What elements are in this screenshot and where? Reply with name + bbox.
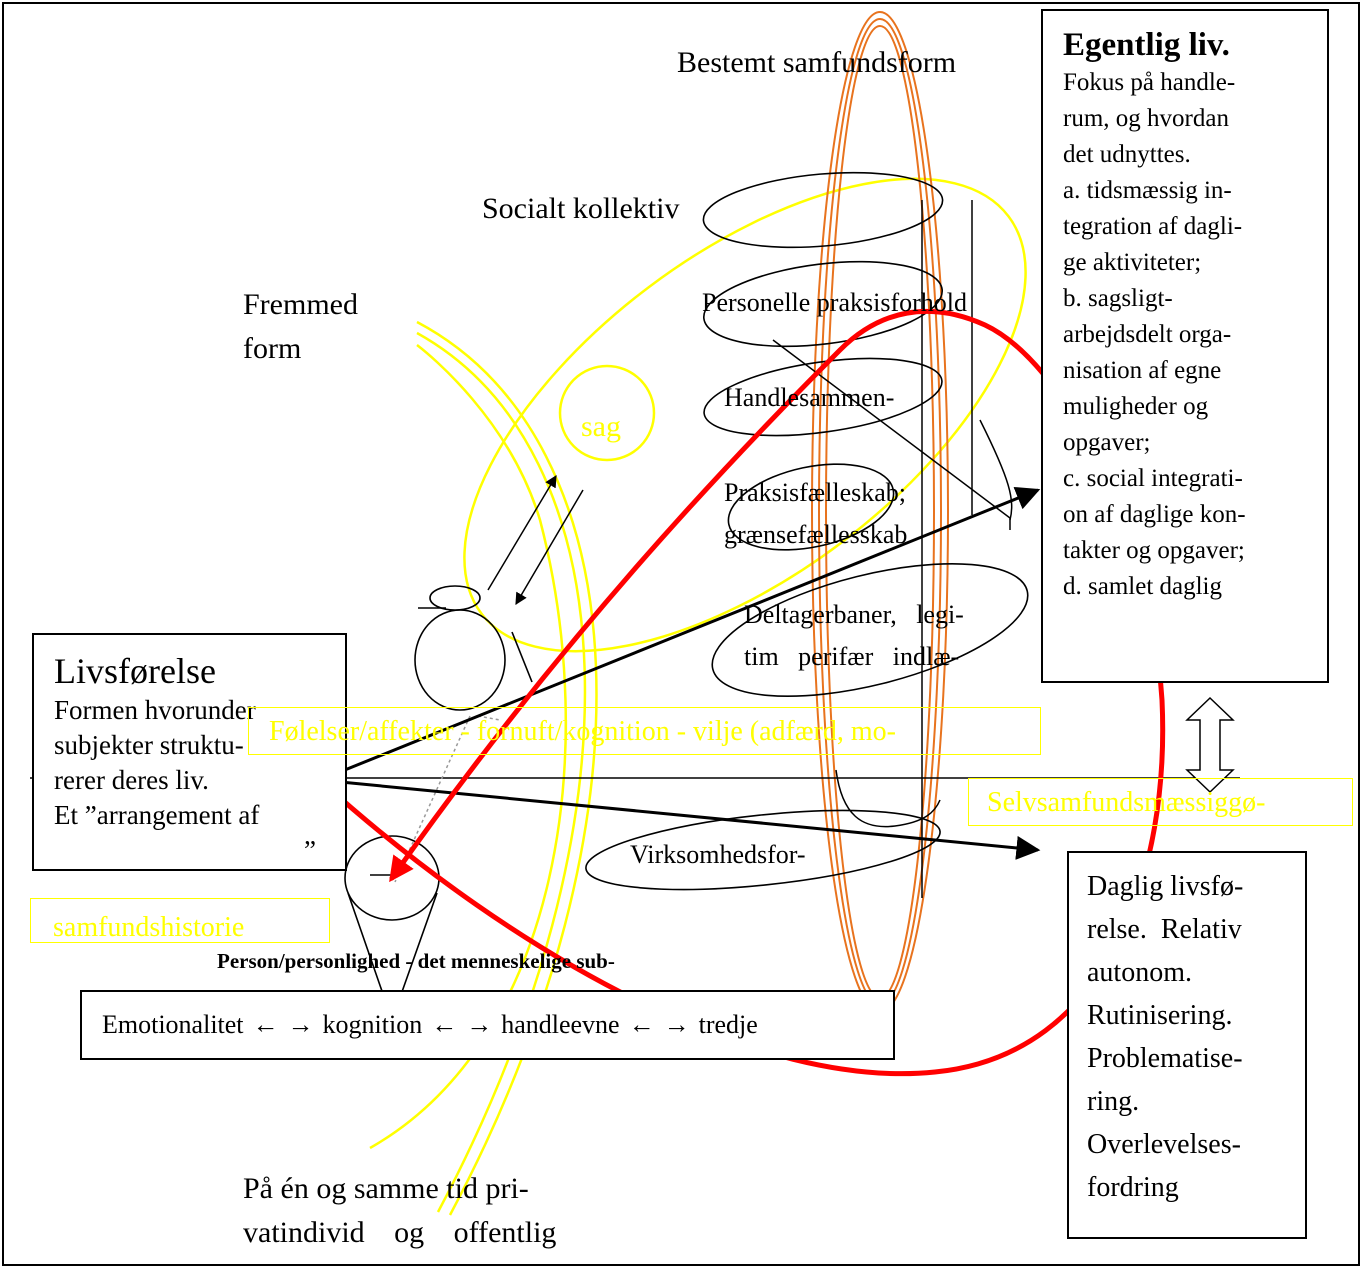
daglig-line: Overlevelses-: [1087, 1129, 1241, 1160]
livsforelse-line: rerer deres liv.: [54, 765, 209, 795]
hollow-double-arrow: [1185, 696, 1235, 794]
arrow-right-icon: →: [287, 1010, 314, 1039]
samfundshistorie-text: samfundshistorie: [53, 912, 245, 943]
egentlig-line: arbejdsdelt orga-: [1063, 321, 1232, 348]
selvsamfund-text: Selvsamfundsmæssiggø-: [987, 787, 1266, 818]
vertical-lines: [772, 200, 1013, 898]
label-handlesammen: Handlesammen-: [724, 383, 895, 412]
arrow-right-icon: →: [466, 1010, 493, 1039]
main-arrows: [319, 486, 1041, 860]
egentlig-line: on af daglige kon-: [1063, 501, 1246, 528]
kognition-label: kognition: [322, 1010, 423, 1039]
egentlig-line: ge aktiviteter;: [1063, 249, 1202, 276]
yellow-ellipse: [463, 177, 1027, 653]
black-ellipses: [585, 171, 1029, 891]
daglig-line: autonom.: [1087, 957, 1192, 988]
egentlig-line: takter og opgaver;: [1063, 537, 1245, 564]
label-form: form: [243, 332, 302, 365]
egentlig-line: nisation af egne: [1063, 357, 1222, 384]
daglig-line: fordring: [1087, 1172, 1179, 1203]
label-legitim-perifaer: tim perifær indlæ-: [744, 642, 960, 671]
label-sag: sag: [581, 410, 621, 443]
egentlig-line: d. samlet daglig: [1063, 573, 1222, 600]
label-deltagerbaner: Deltagerbaner, legi-: [744, 600, 964, 629]
egentlig-line: tegration af dagli-: [1063, 213, 1243, 240]
livsforelse-line: ”: [304, 835, 316, 865]
label-bottom-1: På én og samme tid pri-: [243, 1172, 529, 1205]
daglig-line: ring.: [1087, 1086, 1140, 1117]
livsforelse-box: Livsførelse Formen hvorunder subjekter s…: [32, 633, 347, 871]
emotionalitet-label: Emotionalitet: [102, 1010, 244, 1039]
egentlig-line: rum, og hvordan: [1063, 105, 1229, 132]
livsforelse-line: Formen hvorunder: [54, 695, 256, 725]
sag-arrows: [487, 474, 584, 606]
livsforelse-line: Et ”arrangement af: [54, 800, 260, 830]
folelser-text: Følelser/affekter - fornuft/kognition - …: [269, 716, 896, 747]
arrow-left-icon: ←: [628, 1010, 655, 1039]
livsforelse-title: Livsførelse: [54, 651, 216, 691]
selvsamfund-box: Selvsamfundsmæssiggø-: [968, 778, 1353, 826]
label-person: Person/personlighed - det menneskelige s…: [217, 949, 615, 973]
egentlig-line: opgaver;: [1063, 429, 1151, 456]
egentlig-line: a. tidsmæssig in-: [1063, 177, 1232, 204]
arrow-left-icon: ←: [252, 1010, 279, 1039]
daglig-line: relse. Relativ: [1087, 914, 1242, 945]
livsforelse-line: subjekter struktu-: [54, 730, 244, 760]
daglig-line: Daglig livsfø-: [1087, 871, 1244, 902]
daglig-line: Rutinisering.: [1087, 1000, 1233, 1031]
samfundshistorie-box: samfundshistorie: [30, 898, 330, 943]
daglig-livsforelse-box: Daglig livsfø- relse. Relativ autonom. R…: [1067, 851, 1307, 1239]
arrow-right-icon: →: [663, 1010, 690, 1039]
label-graensefaellesskab: grænsefællesskab: [724, 520, 908, 549]
folelser-box: Følelser/affekter - fornuft/kognition - …: [248, 707, 1041, 755]
egentlig-line: det udnyttes.: [1063, 141, 1191, 168]
label-personelle: Personelle praksisforhold: [702, 288, 968, 317]
emotion-bar: Emotionalitet ← → kognition ← → handleev…: [80, 990, 895, 1060]
egentlig-title: Egentlig liv.: [1063, 27, 1230, 63]
egentlig-line: c. social integrati-: [1063, 465, 1243, 492]
sag-circle: [558, 364, 656, 462]
label-bestemt-samfundsform: Bestemt samfundsform: [677, 46, 957, 79]
egentlig-line: b. sagsligt-: [1063, 285, 1173, 312]
handleevne-label: handleevne: [501, 1010, 620, 1039]
label-praksisfaellesskab: Praksisfælleskab;: [724, 478, 906, 507]
yellow-arcs: [369, 320, 598, 1216]
arrow-left-icon: ←: [431, 1010, 458, 1039]
egentlig-liv-box: Egentlig liv. Fokus på handle- rum, og h…: [1041, 9, 1329, 683]
egentlig-line: muligheder og: [1063, 393, 1209, 420]
daglig-line: Problematise-: [1087, 1043, 1243, 1074]
label-fremmed: Fremmed: [243, 288, 358, 321]
label-virksomhedsfor: Virksomhedsfor-: [630, 840, 806, 869]
egentlig-line: Fokus på handle-: [1063, 69, 1236, 96]
tredje-label: tredje: [698, 1010, 758, 1039]
label-socialt-kollektiv: Socialt kollektiv: [482, 192, 680, 225]
label-bottom-2: vatindivid og offentlig: [243, 1216, 557, 1249]
